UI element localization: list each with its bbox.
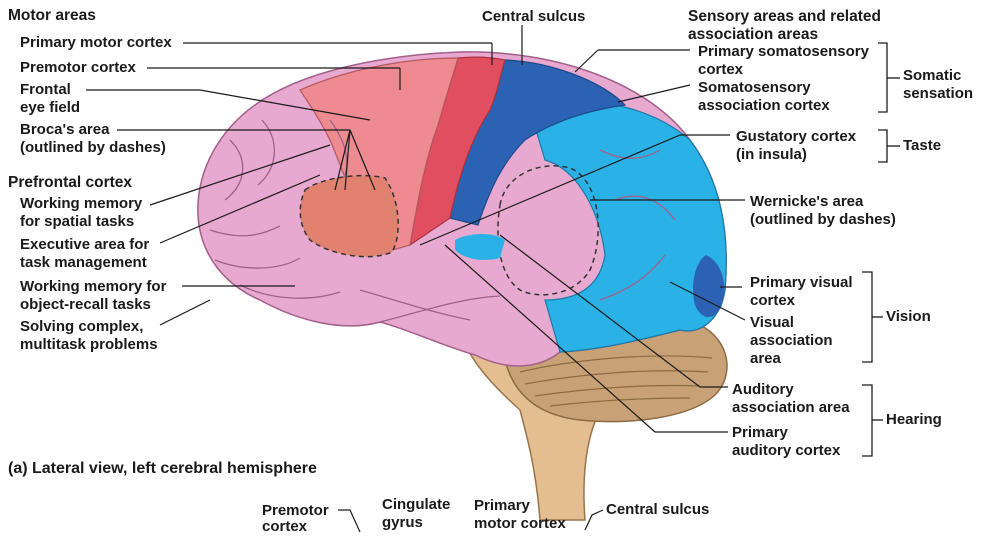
cerebellum-folia bbox=[519, 355, 713, 407]
leader-lines bbox=[86, 25, 746, 433]
label-wm-spatial-1: Working memory bbox=[20, 195, 143, 212]
group-somatic-2: sensation bbox=[903, 85, 974, 102]
label-aud-assoc-1: Auditory bbox=[732, 381, 794, 398]
label-broca-1: Broca's area bbox=[20, 121, 110, 138]
label-aud-primary-2: auditory cortex bbox=[732, 442, 841, 459]
bottom-central-sulcus: Central sulcus bbox=[606, 501, 710, 518]
bottom-premotor-1: Premotor bbox=[262, 502, 329, 519]
label-visual-2: cortex bbox=[750, 292, 796, 309]
group-hearing: Hearing bbox=[886, 411, 942, 428]
label-solving-1: Solving complex, bbox=[20, 318, 144, 335]
label-central-sulcus: Central sulcus bbox=[482, 8, 586, 25]
group-brackets bbox=[862, 42, 900, 457]
premotor-area bbox=[299, 57, 459, 256]
bottom-premotor-2: cortex bbox=[262, 518, 308, 535]
label-somatosensory-1: Primary somatosensory bbox=[698, 43, 869, 60]
bottom-leaders bbox=[338, 509, 604, 532]
visual-cortex bbox=[693, 255, 725, 318]
label-aud-assoc-2: association area bbox=[732, 399, 850, 416]
figure-caption: (a) Lateral view, left cerebral hemisphe… bbox=[8, 460, 317, 477]
label-vis-assoc-3: area bbox=[750, 350, 781, 367]
label-gustatory-2: (in insula) bbox=[736, 146, 807, 163]
sensory-heading-2: association areas bbox=[688, 26, 819, 43]
label-gustatory-1: Gustatory cortex bbox=[736, 128, 857, 145]
label-wm-spatial-2: for spatial tasks bbox=[20, 213, 135, 230]
bottom-cingulate-1: Cingulate bbox=[382, 496, 451, 513]
gustatory-area bbox=[455, 234, 505, 260]
label-vis-assoc-1: Visual bbox=[750, 314, 794, 331]
gyri-folds bbox=[209, 119, 676, 323]
group-vision: Vision bbox=[886, 308, 931, 325]
label-aud-primary-1: Primary bbox=[732, 424, 788, 441]
group-taste: Taste bbox=[903, 137, 942, 154]
label-vis-assoc-2: association bbox=[750, 332, 833, 349]
label-frontal-eye-field-2: eye field bbox=[20, 99, 81, 116]
label-executive-1: Executive area for bbox=[20, 236, 150, 253]
sensory-association-area bbox=[529, 101, 727, 353]
label-primary-motor-cortex: Primary motor cortex bbox=[20, 34, 172, 51]
label-soma-assoc-1: Somatosensory bbox=[698, 79, 811, 96]
bottom-primary-motor-2: motor cortex bbox=[474, 515, 566, 532]
label-frontal-eye-field-1: Frontal bbox=[20, 81, 71, 98]
bottom-cingulate-2: gyrus bbox=[382, 514, 423, 531]
bottom-primary-motor-1: Primary bbox=[474, 497, 530, 514]
label-solving-2: multitask problems bbox=[20, 336, 158, 353]
label-soma-assoc-2: association cortex bbox=[698, 97, 830, 114]
wernicke-area bbox=[497, 165, 599, 296]
label-wm-object-2: object-recall tasks bbox=[20, 296, 151, 313]
label-wernicke-2: (outlined by dashes) bbox=[750, 211, 896, 228]
label-premotor-cortex: Premotor cortex bbox=[20, 59, 136, 76]
label-visual-1: Primary visual bbox=[750, 274, 853, 291]
label-broca-2: (outlined by dashes) bbox=[20, 139, 166, 156]
sensory-heading-1: Sensory areas and related bbox=[688, 8, 881, 25]
label-executive-2: task management bbox=[20, 254, 147, 271]
label-somatosensory-2: cortex bbox=[698, 61, 744, 78]
prefrontal-heading: Prefrontal cortex bbox=[8, 174, 133, 191]
label-wernicke-1: Wernicke's area bbox=[750, 193, 864, 210]
broca-area bbox=[299, 174, 399, 258]
label-wm-object-1: Working memory for bbox=[20, 278, 167, 295]
group-somatic-1: Somatic bbox=[903, 67, 962, 84]
motor-areas-heading: Motor areas bbox=[8, 7, 96, 24]
